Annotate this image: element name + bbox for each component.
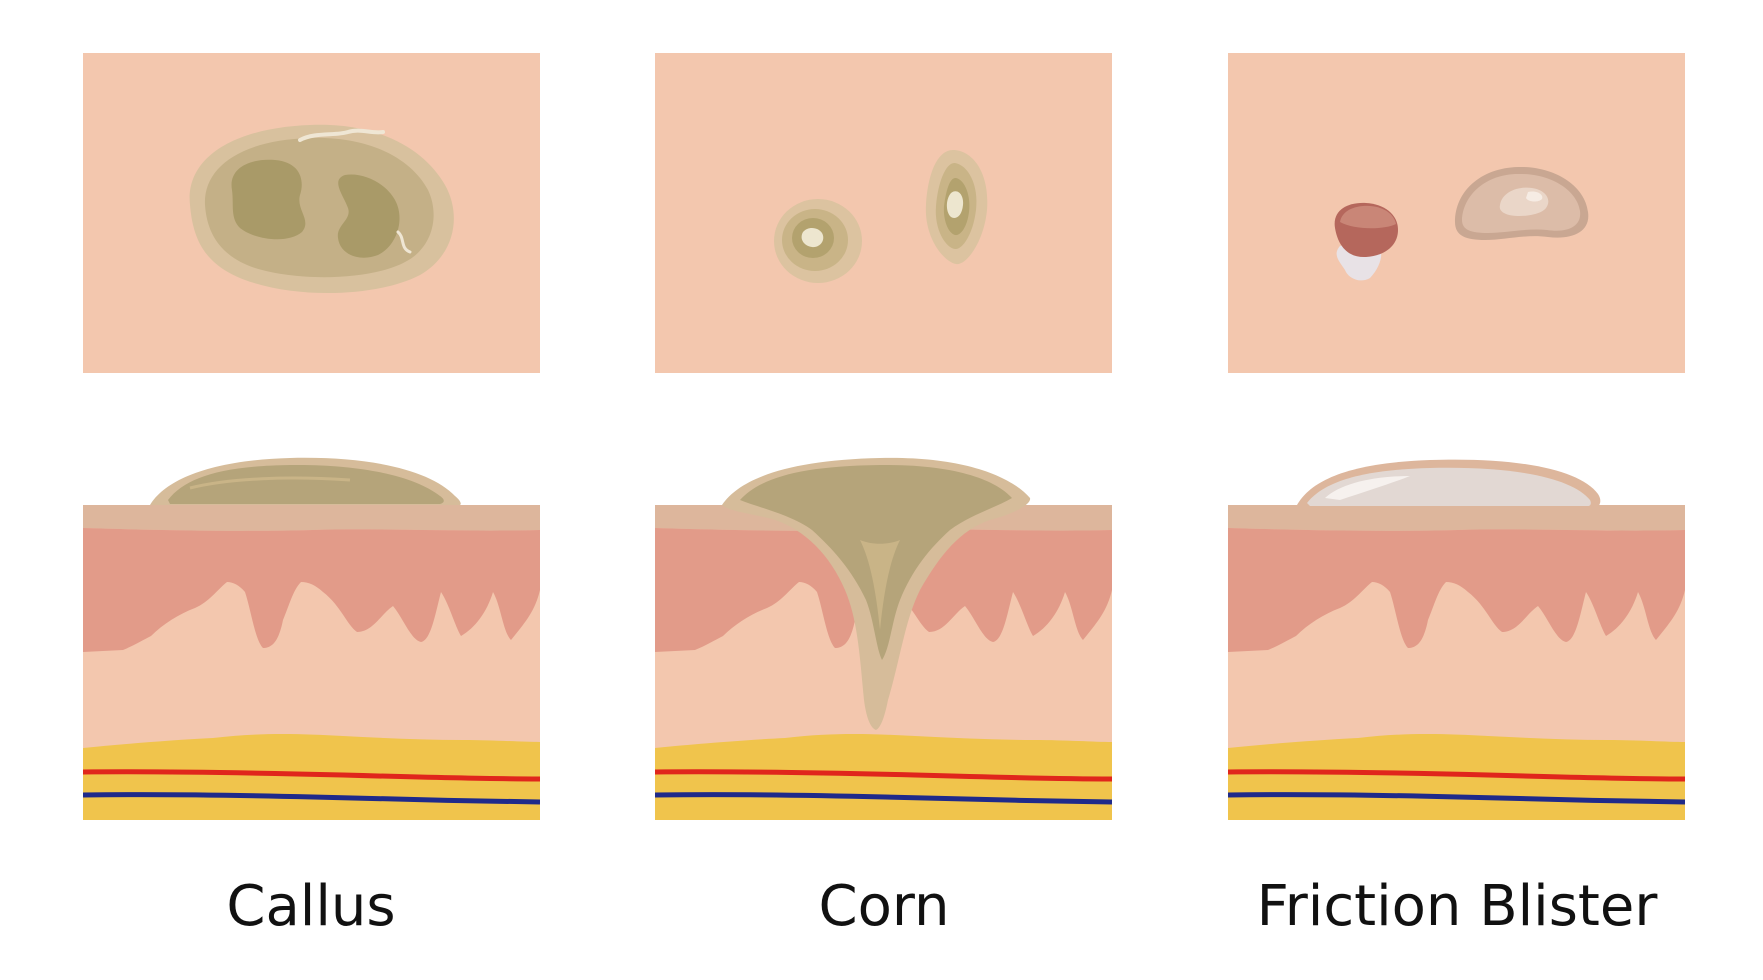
callus-core-right [337, 174, 400, 258]
blister-fluid [1307, 467, 1591, 506]
callus-crack-side [396, 230, 412, 254]
label-friction-blister: Friction Blister [1257, 874, 1659, 939]
blister-cross-section [1228, 459, 1685, 825]
callus-top-view [83, 53, 540, 373]
corn-skin-patch [655, 53, 1112, 373]
callus-thickened-core [168, 464, 444, 504]
corn-lesion-oval [925, 150, 988, 265]
blister-tissue-layers [1228, 505, 1685, 825]
blister-ruptured [1334, 202, 1398, 281]
blister-top-view [1228, 53, 1685, 373]
corn-lesion-round [774, 199, 862, 283]
blister-highlight [1325, 476, 1410, 500]
blister-intact [1455, 166, 1589, 240]
callus-core-left [231, 159, 306, 240]
callus-cross-section [83, 457, 540, 825]
callus-crack-top [298, 128, 385, 142]
label-callus: Callus [226, 874, 395, 939]
label-corn: Corn [819, 874, 950, 939]
callus-tissue-layers [83, 505, 540, 825]
corn-cross-section [655, 457, 1112, 825]
corn-core-inner [860, 540, 900, 630]
corn-top-view [655, 53, 1112, 373]
